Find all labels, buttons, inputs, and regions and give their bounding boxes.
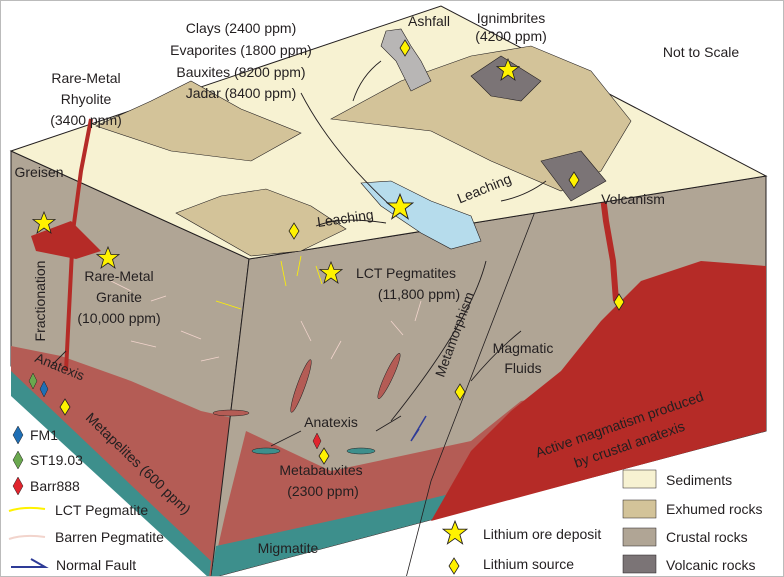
green-diamond-icon [12, 450, 24, 470]
crustal-swatch [622, 527, 657, 547]
label-greisen: Greisen [14, 164, 63, 180]
label-granite-2: Granite [96, 289, 142, 305]
exhumed-ridge-right [330, 45, 632, 192]
legend-label: Lithium source [483, 556, 574, 572]
label-granite-ppm: (10,000 ppm) [77, 310, 160, 326]
rhyolite-dike [64, 118, 93, 372]
sample-diamond-green [28, 372, 38, 390]
legend-label: FM1 [30, 427, 58, 443]
star-icon [442, 520, 468, 545]
exhumed-swatch [622, 499, 657, 519]
label-volcanism: Volcanism [601, 191, 665, 207]
legend-label: ST19.03 [30, 452, 83, 468]
legend-label: Crustal rocks [666, 529, 748, 545]
label-anatexis-center: Anatexis [304, 414, 358, 430]
label-ignimbrites-ppm: (4200 ppm) [475, 28, 547, 44]
label-bauxites: Bauxites (8200 ppm) [176, 64, 305, 80]
label-rhyolite-2: Rhyolite [61, 91, 112, 107]
legend-units: Sediments Exhumed rocks Crustal rocks Vo… [622, 469, 762, 574]
legend-label: Barr888 [30, 478, 80, 494]
pegmatite-veins [110, 255, 422, 362]
label-lct-pegmatites: LCT Pegmatites [356, 265, 456, 281]
label-lct-ppm: (11,800 ppm) [378, 286, 460, 302]
legend-label: Normal Fault [56, 557, 136, 573]
exhumed-ridge-center [175, 188, 347, 257]
sediments-swatch [622, 469, 657, 489]
volcanic-rocks [470, 55, 607, 202]
sample-diamond-blue [39, 380, 49, 398]
label-clays: Clays (2400 ppm) [186, 20, 297, 36]
anatectic-melt-lenses [212, 353, 401, 455]
blue-diamond-icon [12, 425, 24, 445]
legend-label: Exhumed rocks [666, 501, 762, 517]
diamond-icon [448, 557, 460, 575]
legend-label: LCT Pegmatite [55, 502, 148, 518]
label-metabauxites-ppm: (2300 ppm) [287, 483, 359, 499]
active-magma-body [431, 261, 766, 521]
legend-label: Lithium ore deposit [483, 526, 601, 542]
label-fractionation: Fractionation [32, 261, 48, 342]
label-magmatic-fluids: Magmatic [493, 340, 554, 356]
process-arrows [50, 60, 547, 447]
fault-icon [11, 558, 49, 568]
label-jadar: Jadar (8400 ppm) [186, 85, 297, 101]
legend-label: Volcanic rocks [666, 557, 755, 573]
label-ashfall: Ashfall [408, 13, 450, 29]
left-metapelite-band [11, 371, 211, 576]
label-rhyolite: Rare-Metal [51, 70, 120, 86]
left-migmatite-band [11, 346, 246, 576]
volcanic-swatch [622, 554, 657, 574]
label-migmatite: Migmatite [258, 540, 319, 556]
legend-symbols: Lithium ore deposit Lithium source [442, 520, 601, 575]
legend-label: Sediments [666, 472, 732, 488]
label-leaching-1: Leaching [316, 206, 375, 230]
normal-fault-symbol [410, 415, 427, 442]
ash-cloud [380, 28, 432, 92]
label-evaporites: Evaporites (1800 ppm) [170, 42, 312, 58]
label-granite: Rare-Metal [84, 268, 153, 284]
legend-samples: FM1 ST19.03 Barr888 LCT Pegmatite Barren… [8, 425, 164, 573]
yellow-line-icon [8, 506, 46, 512]
label-ignimbrites: Ignimbrites [477, 10, 545, 26]
label-not-to-scale: Not to Scale [663, 44, 739, 60]
label-magmatic-fluids-2: Fluids [504, 360, 541, 376]
label-metabauxites: Metabauxites [279, 462, 362, 478]
label-rhyolite-ppm: (3400 ppm) [50, 112, 122, 128]
red-diamond-icon [12, 476, 24, 496]
exhumed-ridge-left [95, 80, 302, 162]
legend-label: Barren Pegmatite [55, 529, 164, 545]
fault-line [406, 195, 542, 576]
sample-diamond-red [312, 432, 322, 450]
pink-line-icon [8, 534, 46, 540]
